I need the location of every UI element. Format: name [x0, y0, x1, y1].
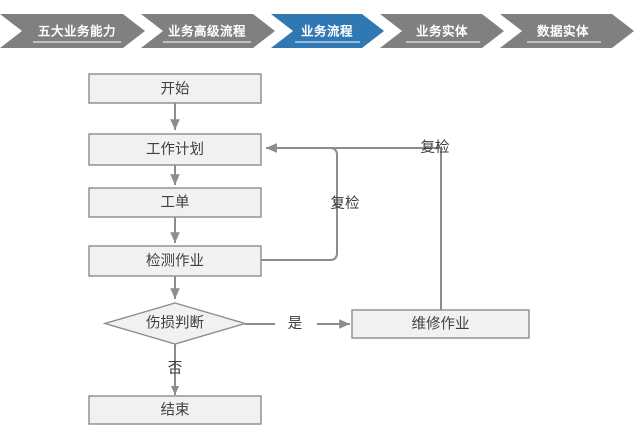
node-inspection-label: 检测作业 [146, 252, 204, 269]
edge-label-no: 否 [168, 361, 183, 377]
node-repair-shape [351, 309, 530, 339]
breadcrumb-step-3-label: 业务流程 [301, 23, 353, 38]
node-work-plan-label: 工作计划 [146, 141, 204, 158]
node-damage-decision-label: 伤损判断 [146, 314, 204, 331]
edge-label-recheck-inner: 复检 [331, 194, 360, 212]
chevron-shape [141, 14, 275, 48]
node-damage-decision[interactable]: 伤损判断 [102, 302, 248, 345]
node-damage-decision-shape [102, 302, 248, 345]
breadcrumb-step-1[interactable]: 五大业务能力 [0, 14, 145, 48]
edge-label-yes: 是 [288, 316, 303, 332]
breadcrumb-step-4[interactable]: 业务实体 [380, 14, 504, 48]
node-inspection[interactable]: 检测作业 [88, 245, 262, 277]
breadcrumb-step-2-label: 业务高级流程 [168, 23, 246, 38]
chevron-shape-active [271, 14, 384, 48]
node-repair[interactable]: 维修作业 [351, 309, 530, 339]
edge-label-recheck-outer: 复检 [421, 138, 450, 156]
breadcrumb-step-2[interactable]: 业务高级流程 [141, 14, 275, 48]
node-work-order-shape [88, 187, 262, 218]
node-work-plan[interactable]: 工作计划 [88, 133, 262, 166]
breadcrumb-step-3[interactable]: 业务流程 [271, 14, 384, 48]
node-end-shape [88, 395, 262, 425]
node-work-order-label: 工单 [161, 194, 190, 211]
node-work-order[interactable]: 工单 [88, 187, 262, 218]
node-end-label: 结束 [161, 401, 190, 418]
chevron-shape [380, 14, 504, 48]
breadcrumb: 五大业务能力 业务高级流程 业务流程 业务实体 数据实体 [0, 14, 634, 48]
node-inspection-shape [88, 245, 262, 277]
breadcrumb-step-4-label: 业务实体 [416, 23, 468, 38]
chevron-shape [0, 14, 145, 48]
node-repair-label: 维修作业 [412, 315, 470, 332]
node-start-shape [88, 73, 262, 104]
edge-recheck-outer-loop [266, 143, 442, 311]
breadcrumb-step-5-label: 数据实体 [536, 23, 589, 38]
chevron-shape [500, 14, 634, 48]
node-start[interactable]: 开始 [88, 73, 262, 104]
node-work-plan-shape [88, 133, 262, 166]
node-start-label: 开始 [161, 80, 190, 97]
breadcrumb-step-1-label: 五大业务能力 [38, 23, 116, 38]
node-end[interactable]: 结束 [88, 395, 262, 425]
edge-recheck-inner-loop [261, 143, 338, 261]
breadcrumb-step-5[interactable]: 数据实体 [500, 14, 634, 48]
